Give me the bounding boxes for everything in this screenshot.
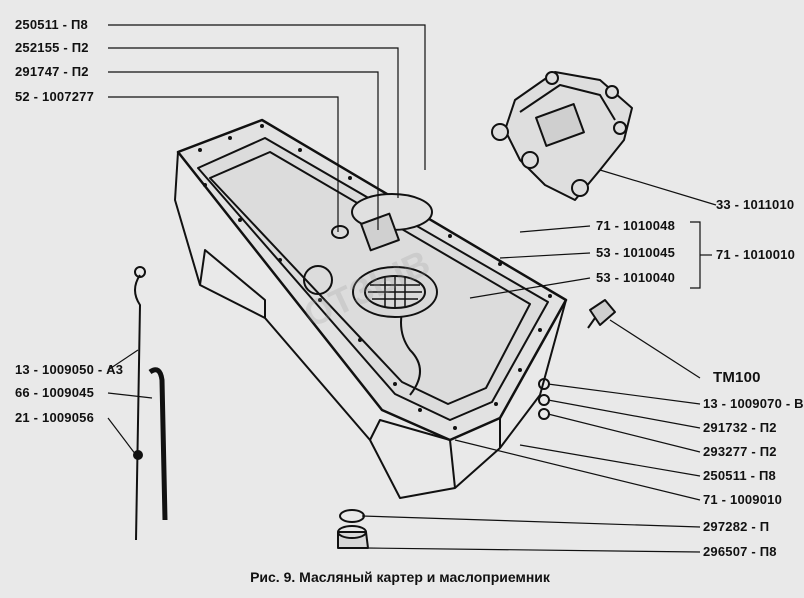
label-71-1009010: 71 - 1009010 <box>703 492 783 507</box>
label-250511-p8-left: 250511 - П8 <box>15 17 88 32</box>
label-52-1007277: 52 - 1007277 <box>15 89 95 104</box>
label-297282-p: 297282 - П <box>703 519 770 534</box>
drain-plug <box>337 378 550 549</box>
label-296507-p8: 296507 - П8 <box>703 544 777 559</box>
label-21-1009056: 21 - 1009056 <box>15 410 95 425</box>
temperature-sensor <box>587 299 616 329</box>
leader-lines <box>107 24 717 553</box>
label-71-1010010: 71 - 1010010 <box>716 247 796 262</box>
label-293277-p2: 293277 - П2 <box>703 444 777 459</box>
label-53-1010045: 53 - 1010045 <box>596 245 676 260</box>
oil-pickup-strainer <box>331 193 438 318</box>
dipstick <box>133 266 146 541</box>
label-53-1010040: 53 - 1010040 <box>596 270 676 285</box>
label-13-1009050-a3: 13 - 1009050 - А3 <box>15 362 124 377</box>
label-71-1010048: 71 - 1010048 <box>596 218 676 233</box>
oil-pump <box>491 71 633 201</box>
label-252155-p2: 252155 - П2 <box>15 40 89 55</box>
label-13-1009070-v: 13 - 1009070 - В <box>703 396 804 411</box>
dipstick-tube <box>148 367 168 521</box>
label-33-1011010: 33 - 1011010 <box>716 197 795 212</box>
label-tm100: ТМ100 <box>713 369 761 386</box>
figure-caption: Рис. 9. Масляный картер и маслоприемник <box>250 569 550 585</box>
label-291747-p2: 291747 - П2 <box>15 64 89 79</box>
label-291732-p2: 291732 - П2 <box>703 420 777 435</box>
label-66-1009045: 66 - 1009045 <box>15 385 95 400</box>
label-250511-p8-right: 250511 - П8 <box>703 468 776 483</box>
